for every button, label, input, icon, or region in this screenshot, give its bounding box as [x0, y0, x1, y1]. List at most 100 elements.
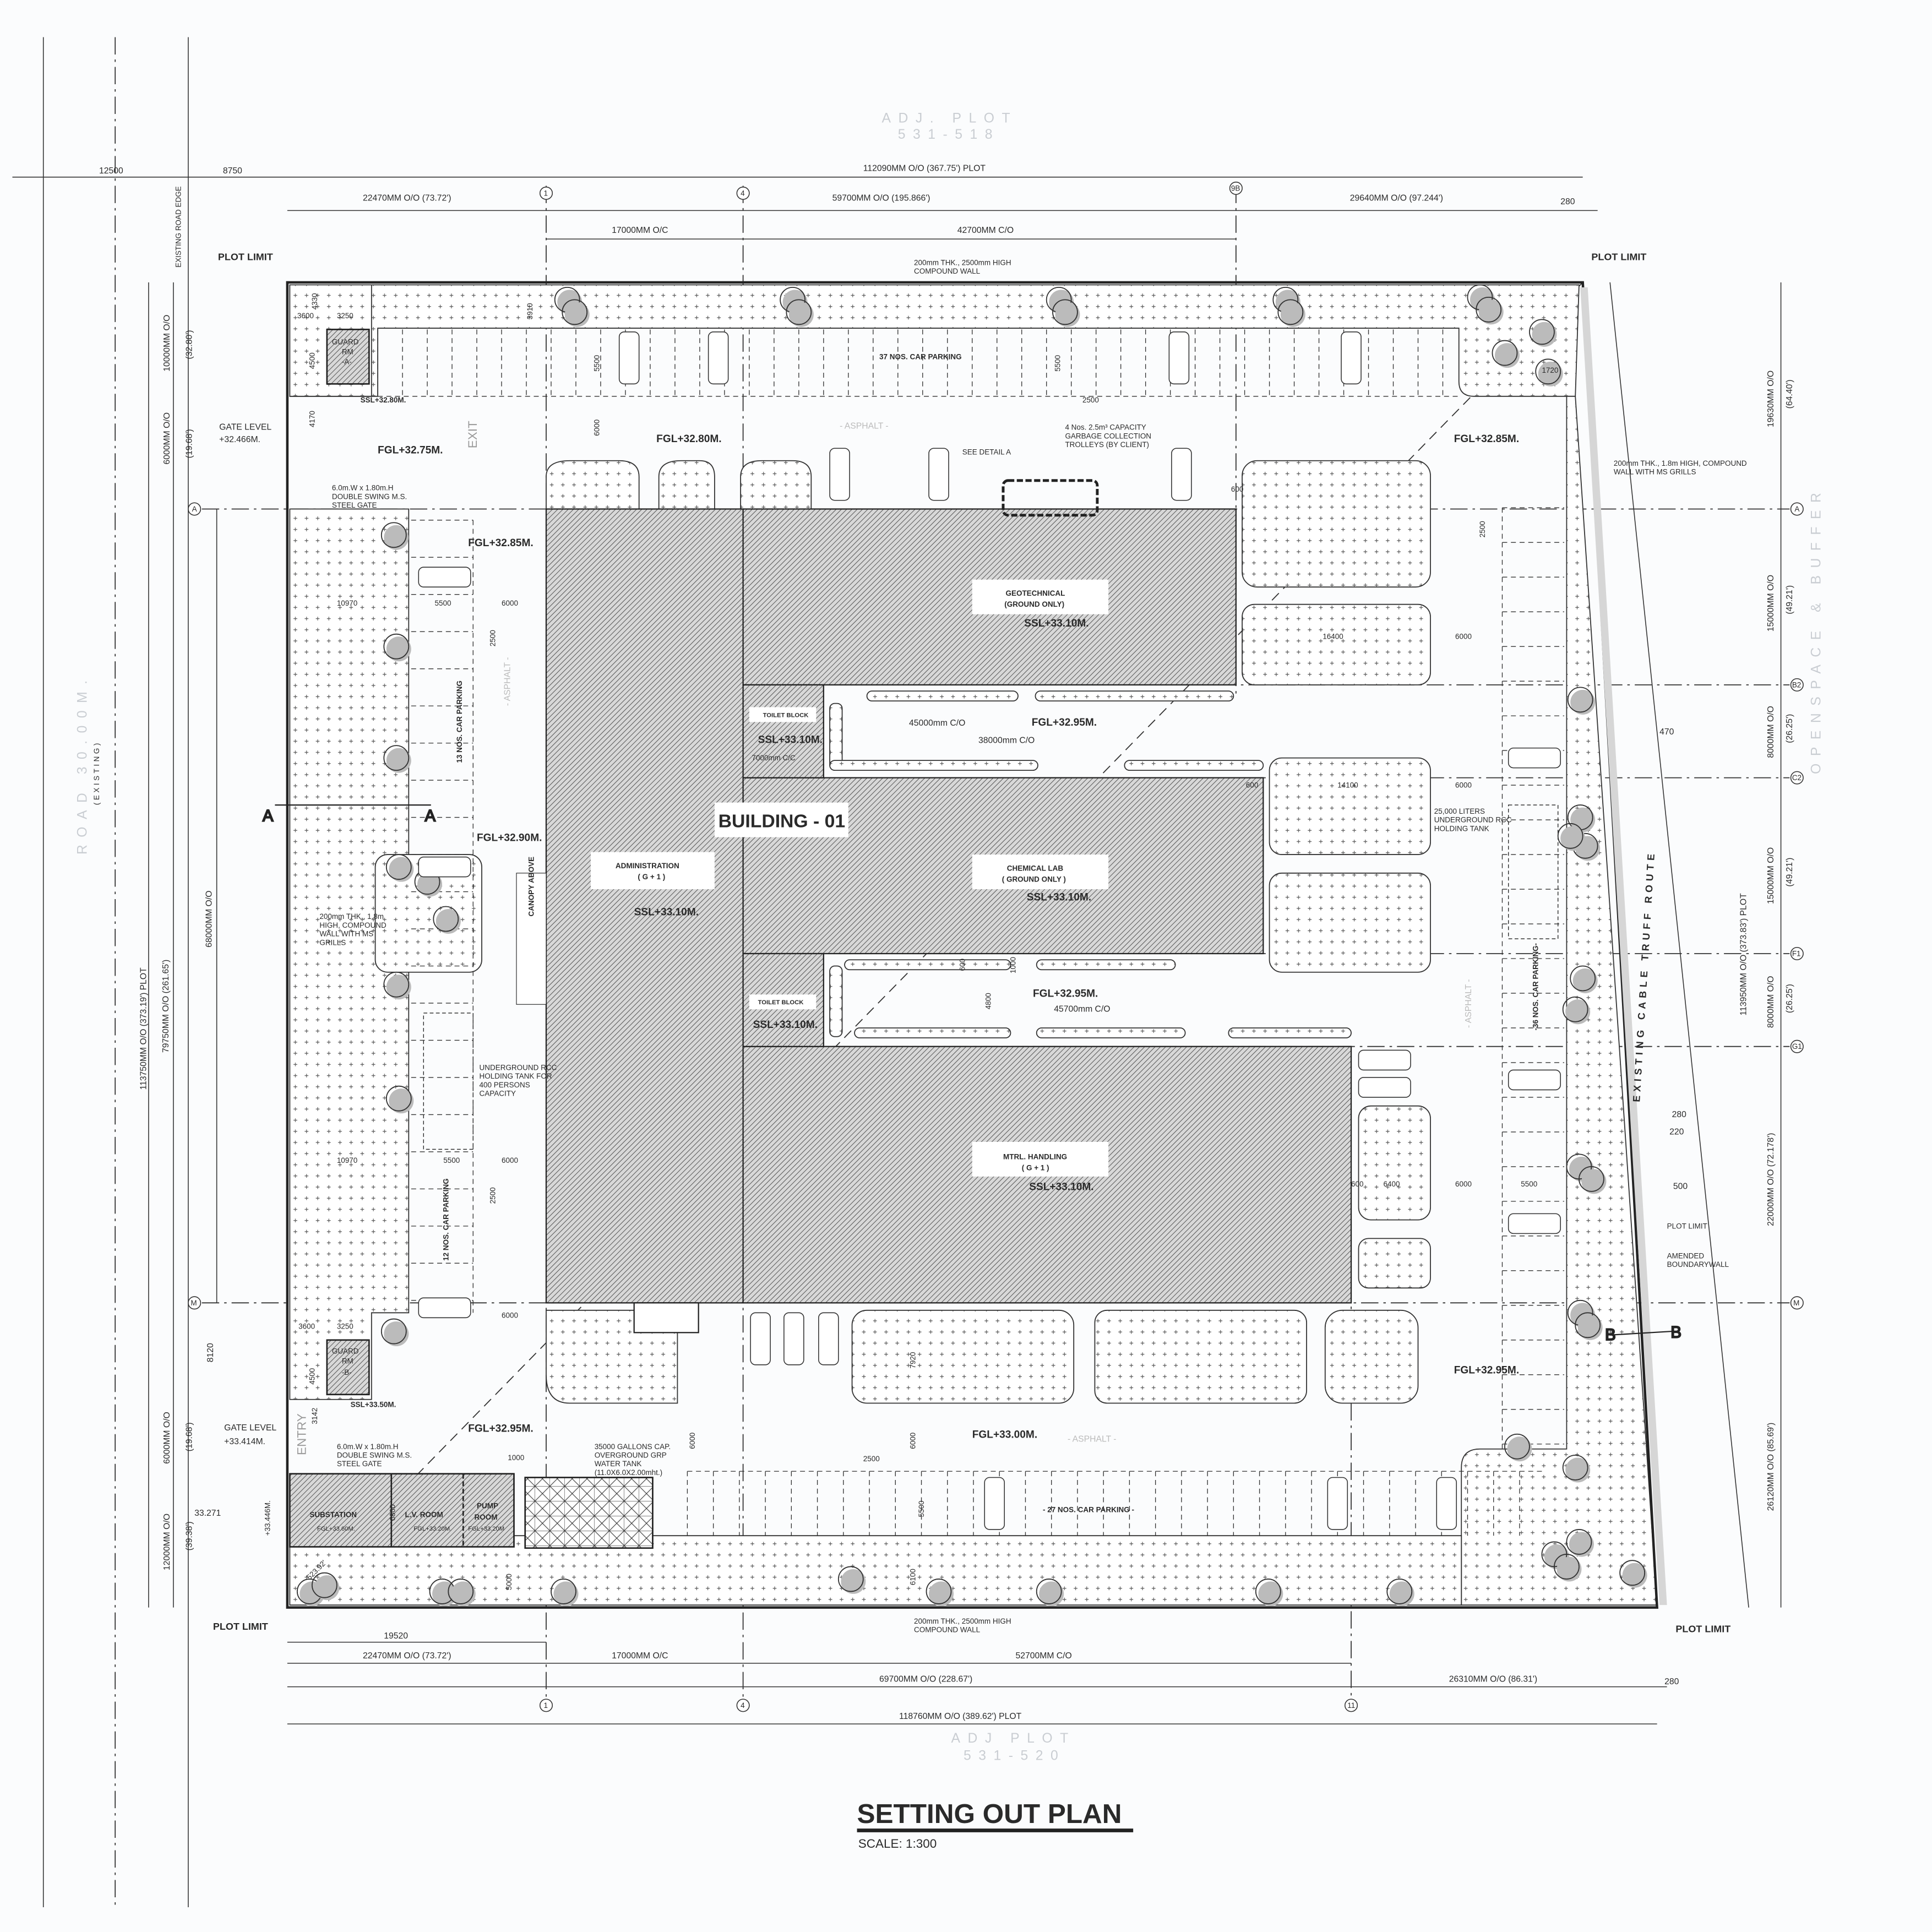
dim-text: 15000MM O/O: [1766, 575, 1776, 632]
car-icon: [928, 448, 949, 501]
level-tag: FGL+33.20M: [468, 1526, 504, 1532]
car-icon: [1507, 747, 1561, 769]
dim-text: 600: [958, 959, 966, 971]
tree-icon: [1476, 296, 1502, 323]
tree-icon: [1535, 358, 1561, 385]
chemical-lab-label: CHEMICAL LAB: [1007, 864, 1064, 872]
material-handling-sub: ( G + 1 ): [1022, 1164, 1049, 1172]
dim-text: 8000MM O/O: [1766, 976, 1776, 1028]
dim-text: 2500: [1478, 521, 1487, 537]
tree-icon: [1579, 1166, 1604, 1192]
dim-text: 10970: [337, 599, 358, 607]
dim-text: 17000MM O/C: [612, 1651, 668, 1661]
wall-dim: 500: [1673, 1182, 1688, 1191]
dim-text: 4800: [984, 993, 992, 1009]
tree-icon: [1566, 1529, 1592, 1555]
toilet-block-1: [742, 684, 824, 779]
tree-icon: [1386, 1579, 1413, 1604]
car-icon: [1168, 331, 1190, 385]
dim-text: 79750MM O/O (261.65'): [161, 960, 171, 1053]
wall-note: GRILLS: [319, 938, 346, 946]
dim-text: 7000mm C/C: [752, 754, 796, 762]
dim-text: 280: [1560, 197, 1575, 206]
dim-text: 1720: [1542, 366, 1558, 374]
dim-text: 1000: [1009, 957, 1017, 973]
dim-text: 8750: [223, 166, 242, 176]
dim-text: 22470MM O/O (73.72'): [363, 193, 451, 203]
plot-limit-label: PLOT LIMIT: [213, 1621, 268, 1632]
right-dimensions: 19630MM O/O (64.40') 15000MM O/O (49.21'…: [1739, 371, 1794, 1511]
gate-level-label: GATE LEVEL: [219, 423, 271, 432]
grid-bubble: 1: [543, 1701, 548, 1710]
water-tank-note: WATER TANK: [595, 1460, 642, 1468]
parking-label: -36 NOS. CAR PARKING-: [1532, 943, 1540, 1031]
utility-block: [289, 1473, 515, 1548]
dim-text: 45000mm C/O: [909, 719, 965, 728]
level-tag: FGL+32.90M.: [477, 832, 542, 843]
garbage-note: GARBAGE COLLECTION: [1065, 432, 1151, 440]
level-tag: SSL+32.80M.: [361, 396, 406, 404]
tree-icon: [383, 971, 410, 998]
road-edge-label: EXISTING ROAD EDGE: [174, 186, 182, 268]
water-tank: [524, 1477, 654, 1549]
dim-text: 6000: [1455, 633, 1472, 641]
level-tag: FGL+32.95M.: [1033, 988, 1098, 1000]
drawing-scale: SCALE: 1:300: [858, 1837, 937, 1851]
holding-tank-note: HOLDING TANK FOR: [480, 1072, 552, 1080]
dim-text: (26.25'): [1785, 714, 1794, 743]
holding-tank-right: [1508, 804, 1559, 939]
gate-note: STEEL GATE: [332, 501, 377, 509]
level-tag: FGL+32.95M.: [1032, 717, 1097, 728]
grid-bubble: A: [192, 505, 197, 513]
tree-icon: [786, 299, 812, 325]
level-tag: SSL+33.10M.: [753, 1019, 818, 1031]
dim-text: 3910: [526, 303, 534, 319]
dim-text: 52700MM C/O: [1015, 1651, 1071, 1661]
wall-note: 200mm THK., 2500mm HIGH: [914, 258, 1011, 266]
car-icon: [418, 856, 471, 878]
dim-text: 4330: [311, 293, 319, 309]
dim-text: 2500: [1082, 396, 1099, 404]
garbage-note: TROLLEYS (BY CLIENT): [1065, 440, 1149, 449]
level-tag: SSL+33.10M.: [1027, 891, 1091, 903]
tree-icon: [1052, 299, 1078, 325]
dim-text: 7920: [908, 1352, 917, 1369]
dim-text: 59700MM O/O (195.866'): [832, 193, 930, 203]
dim-text: 2500: [863, 1455, 880, 1463]
dim-text: (19.68'): [185, 429, 194, 458]
dim-text: (39.38'): [185, 1521, 194, 1550]
level-tag: FGL+32.95M.: [468, 1423, 533, 1434]
wall-note: AMENDED: [1667, 1251, 1705, 1260]
tree-icon: [385, 854, 412, 880]
tree-icon: [383, 633, 410, 660]
tree-icon: [1619, 1560, 1646, 1586]
level-tag: SSL+33.10M.: [758, 734, 823, 746]
adj-plot-bottom: ADJ PLOT: [951, 1731, 1076, 1746]
guard-room-b: [326, 1339, 370, 1396]
grid-bubble: A: [1794, 505, 1799, 513]
grid-bubble: M: [191, 1299, 197, 1307]
car-icon: [1171, 448, 1192, 501]
section-mark: A: [263, 807, 274, 825]
wall-note: WALL WITH MS GRILLS: [1614, 468, 1696, 476]
tree-icon: [448, 1579, 474, 1604]
car-icon: [708, 331, 729, 385]
dim-text: 16400: [1323, 633, 1343, 641]
plot-limit-label: PLOT LIMIT: [218, 251, 273, 262]
dim-text: 12000MM O/O: [162, 1514, 172, 1570]
car-icon: [1327, 1477, 1348, 1530]
tree-icon: [926, 1579, 952, 1604]
dim-text: (49.21'): [1785, 585, 1794, 614]
dim-text: 3250: [337, 1323, 353, 1331]
dim-text: 6000: [1455, 781, 1472, 790]
lv-room-label: L.V. ROOM: [405, 1510, 443, 1519]
compound-wall: [286, 281, 1667, 1609]
section-marks: A A B B: [262, 804, 1682, 1345]
spot-level: 33.271: [194, 1509, 221, 1518]
dim-text: (64.40'): [1785, 379, 1794, 409]
grid-bubble: M: [1793, 1299, 1799, 1307]
drawing-title: SETTING OUT PLAN: [857, 1799, 1122, 1829]
wall-note: HIGH, COMPOUND: [319, 921, 387, 929]
guard-room-a-label: -A-: [342, 357, 352, 366]
bottom-dimensions: 19520 22470MM O/O (73.72') 17000MM O/C 5…: [363, 1631, 1679, 1721]
